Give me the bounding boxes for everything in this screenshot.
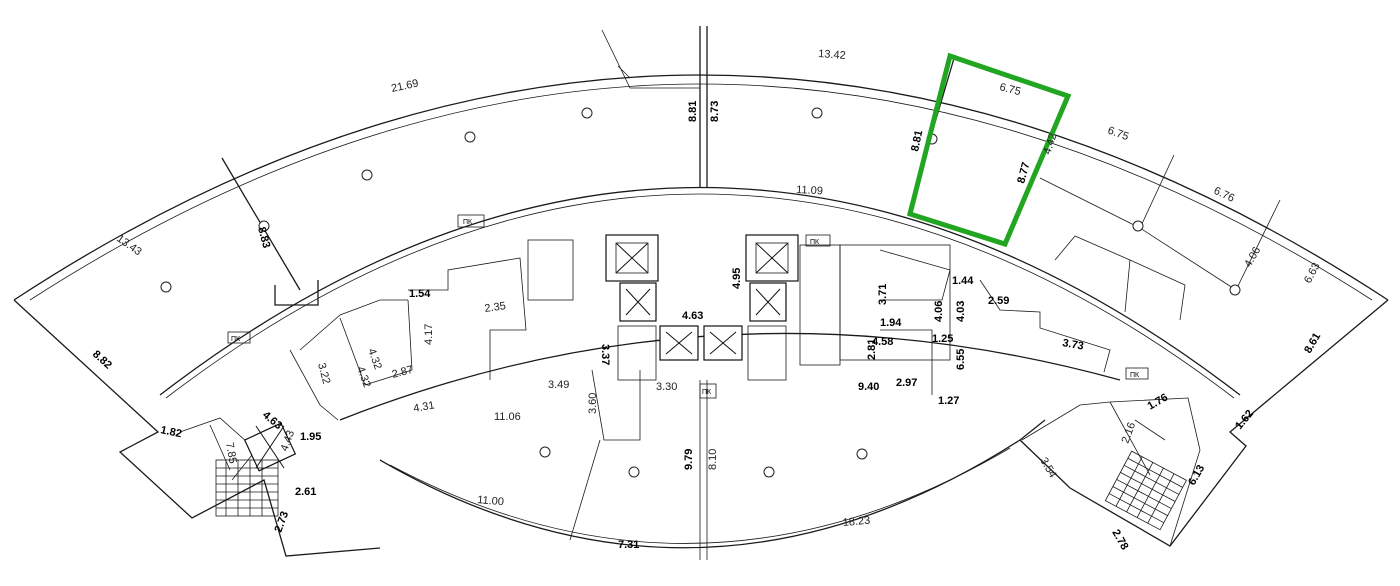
dim-4-32-b: 4.32 xyxy=(354,365,373,389)
pk-label-2: ПК xyxy=(231,336,241,343)
dim-13-43: 13.43 xyxy=(114,233,143,259)
pk-label-1: ПК xyxy=(463,219,473,226)
dim-3-22: 3.22 xyxy=(315,362,332,386)
dim-2-97: 2.97 xyxy=(896,377,917,389)
dimension-labels: 13.42 21.69 8.81 8.73 6.75 6.75 6.76 8.8… xyxy=(90,48,1323,552)
dim-8-10: 8.10 xyxy=(707,449,719,470)
pk-label-3: ПК xyxy=(810,239,820,246)
dim-21-69: 21.69 xyxy=(390,77,419,94)
dim-1-62: 1.62 xyxy=(1233,408,1256,432)
dim-2-81: 2.81 xyxy=(866,339,878,360)
dim-6-13: 6.13 xyxy=(1186,463,1207,488)
dim-6-55: 6.55 xyxy=(955,349,967,370)
dim-6-75-b: 6.75 xyxy=(1106,125,1130,144)
left-wing-wall xyxy=(13,299,381,557)
dim-8-81-a: 8.81 xyxy=(687,101,699,122)
dim-8-83: 8.83 xyxy=(255,226,272,250)
dim-2-73: 2.73 xyxy=(273,510,292,534)
dim-4-03: 4.03 xyxy=(955,301,967,322)
dim-3-71: 3.71 xyxy=(877,284,889,305)
right-wing-wall xyxy=(1019,299,1389,547)
dim-3-37: 3.37 xyxy=(599,344,611,365)
dim-8-82: 8.82 xyxy=(90,348,114,371)
dim-4-31: 4.31 xyxy=(412,399,435,415)
dim-8-73: 8.73 xyxy=(709,101,721,122)
dim-3-54: 3.54 xyxy=(1037,456,1058,481)
pk-cabinets: ПК ПК ПК ПК ПК xyxy=(227,214,1149,399)
dim-6-63: 6.63 xyxy=(1302,261,1323,286)
pk-label-4: ПК xyxy=(702,389,712,396)
dim-13-42: 13.42 xyxy=(818,48,846,62)
dim-1-95: 1.95 xyxy=(300,431,321,443)
dim-9-40: 9.40 xyxy=(858,381,879,393)
dim-1-82-a: 1.82 xyxy=(159,424,182,440)
dim-9-79: 9.79 xyxy=(683,449,695,470)
dim-3-60: 3.60 xyxy=(587,393,599,414)
dim-7-31: 7.31 xyxy=(618,539,639,551)
dim-3-30: 3.30 xyxy=(656,381,677,393)
pk-label-5: ПК xyxy=(1130,372,1140,379)
dim-2-35: 2.35 xyxy=(484,300,507,315)
dim-8-81-b: 8.81 xyxy=(909,129,925,152)
dim-1-25: 1.25 xyxy=(932,333,953,345)
highlighted-room[interactable] xyxy=(906,52,1072,248)
dim-11-06: 11.06 xyxy=(494,411,521,423)
dim-7-85: 7.85 xyxy=(223,441,239,464)
dim-11-00: 11.00 xyxy=(477,494,505,508)
core-partitions xyxy=(179,239,1201,560)
dim-4-95: 4.95 xyxy=(731,268,743,289)
dim-3-49: 3.49 xyxy=(548,379,569,391)
dim-4-32-a: 4.32 xyxy=(365,347,384,371)
dim-2-59: 2.59 xyxy=(988,295,1009,307)
dim-4-06-b: 4.06 xyxy=(933,301,945,322)
elevator-shafts xyxy=(243,234,799,472)
dim-3-73: 3.73 xyxy=(1061,337,1084,353)
dim-2-78: 2.78 xyxy=(1109,528,1130,553)
dim-4-42: 4.42 xyxy=(1041,132,1059,156)
dim-1-94: 1.94 xyxy=(880,317,902,329)
dim-4-63-a: 4.63 xyxy=(682,310,703,322)
columns xyxy=(160,107,1241,478)
dim-4-58: 4.58 xyxy=(872,336,893,348)
dim-2-87: 2.87 xyxy=(391,364,415,381)
dim-6-75-a: 6.75 xyxy=(998,81,1022,98)
dim-4-06: 4.06 xyxy=(1242,245,1263,270)
dim-11-09: 11.09 xyxy=(796,184,823,197)
dim-1-76: 1.76 xyxy=(1146,391,1171,412)
dim-1-54: 1.54 xyxy=(409,288,431,300)
dim-8-61: 8.61 xyxy=(1302,331,1323,356)
stairs-left xyxy=(215,459,279,517)
dim-8-77: 8.77 xyxy=(1015,161,1032,185)
dim-4-17: 4.17 xyxy=(423,324,435,345)
dim-18-23: 18.23 xyxy=(842,515,870,529)
stairs-right xyxy=(1104,450,1187,531)
dim-1-44: 1.44 xyxy=(952,275,974,287)
dim-2-61: 2.61 xyxy=(295,486,316,498)
dim-1-27: 1.27 xyxy=(938,395,959,407)
